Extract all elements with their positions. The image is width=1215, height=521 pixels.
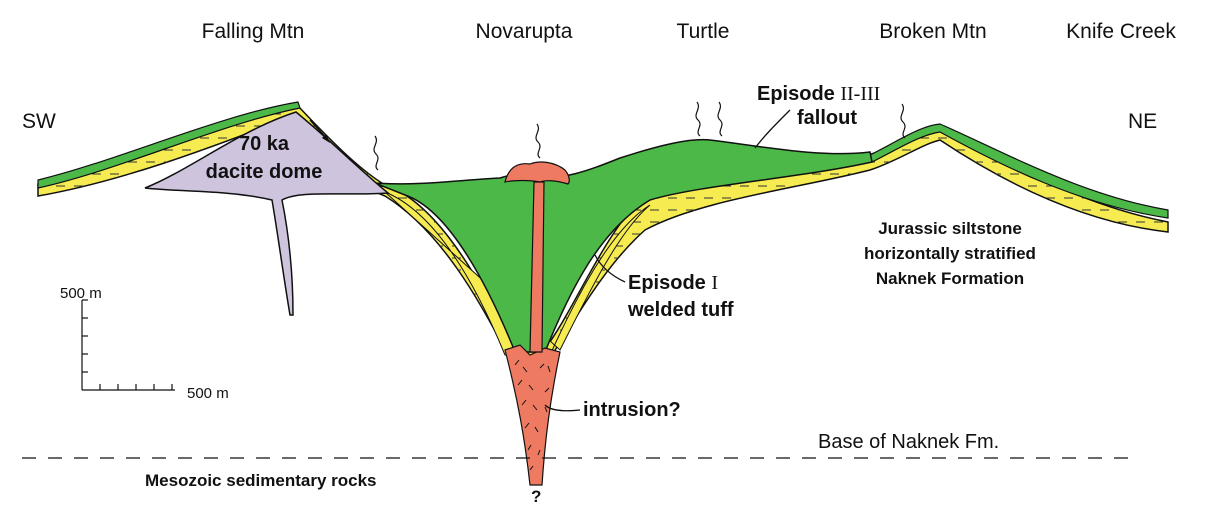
label-jurassic-2: horizontally stratified (864, 244, 1036, 263)
intrusion-body (504, 344, 561, 486)
label-episode-1: Episode I (628, 272, 718, 294)
novarupta-dome (504, 161, 570, 185)
label-jurassic-3: Naknek Formation (876, 269, 1024, 288)
label-turtle: Turtle (677, 20, 730, 43)
dacite-dome (144, 111, 390, 316)
fallout-layer (37, 101, 301, 189)
conduit (529, 181, 545, 353)
label-mesozoic: Mesozoic sedimentary rocks (145, 471, 376, 490)
label-base-naknek: Base of Naknek Fm. (818, 431, 999, 453)
fumarole-icon (695, 101, 701, 137)
fumarole-icons (373, 101, 906, 171)
fumarole-icon (535, 123, 541, 159)
label-intrusion: intrusion? (583, 399, 681, 421)
label-broken-mtn: Broken Mtn (879, 20, 986, 43)
fumarole-icon (373, 135, 379, 171)
label-dome-line2: dacite dome (206, 161, 323, 183)
label-sw: SW (22, 110, 56, 133)
fallout-layer-ne (869, 123, 1169, 219)
label-dome-line1: 70 ka (239, 133, 290, 155)
scale-bar (81, 299, 175, 391)
fumarole-icon (717, 101, 723, 137)
label-ne: NE (1128, 110, 1157, 133)
label-episode-2-3: Episode II-III (757, 83, 880, 105)
label-welded-tuff: welded tuff (627, 299, 734, 321)
label-fallout: fallout (797, 107, 857, 129)
label-falling-mtn: Falling Mtn (202, 20, 305, 43)
label-jurassic-1: Jurassic siltstone (878, 219, 1022, 238)
leader-lines (544, 109, 791, 412)
scale-vertical-label: 500 m (60, 285, 102, 302)
label-question: ? (531, 487, 541, 506)
label-novarupta: Novarupta (476, 20, 573, 43)
scale-horizontal-label: 500 m (187, 385, 229, 402)
intrusion-texture (514, 359, 551, 471)
label-knife-creek: Knife Creek (1066, 20, 1176, 43)
fumarole-icon (900, 103, 906, 139)
